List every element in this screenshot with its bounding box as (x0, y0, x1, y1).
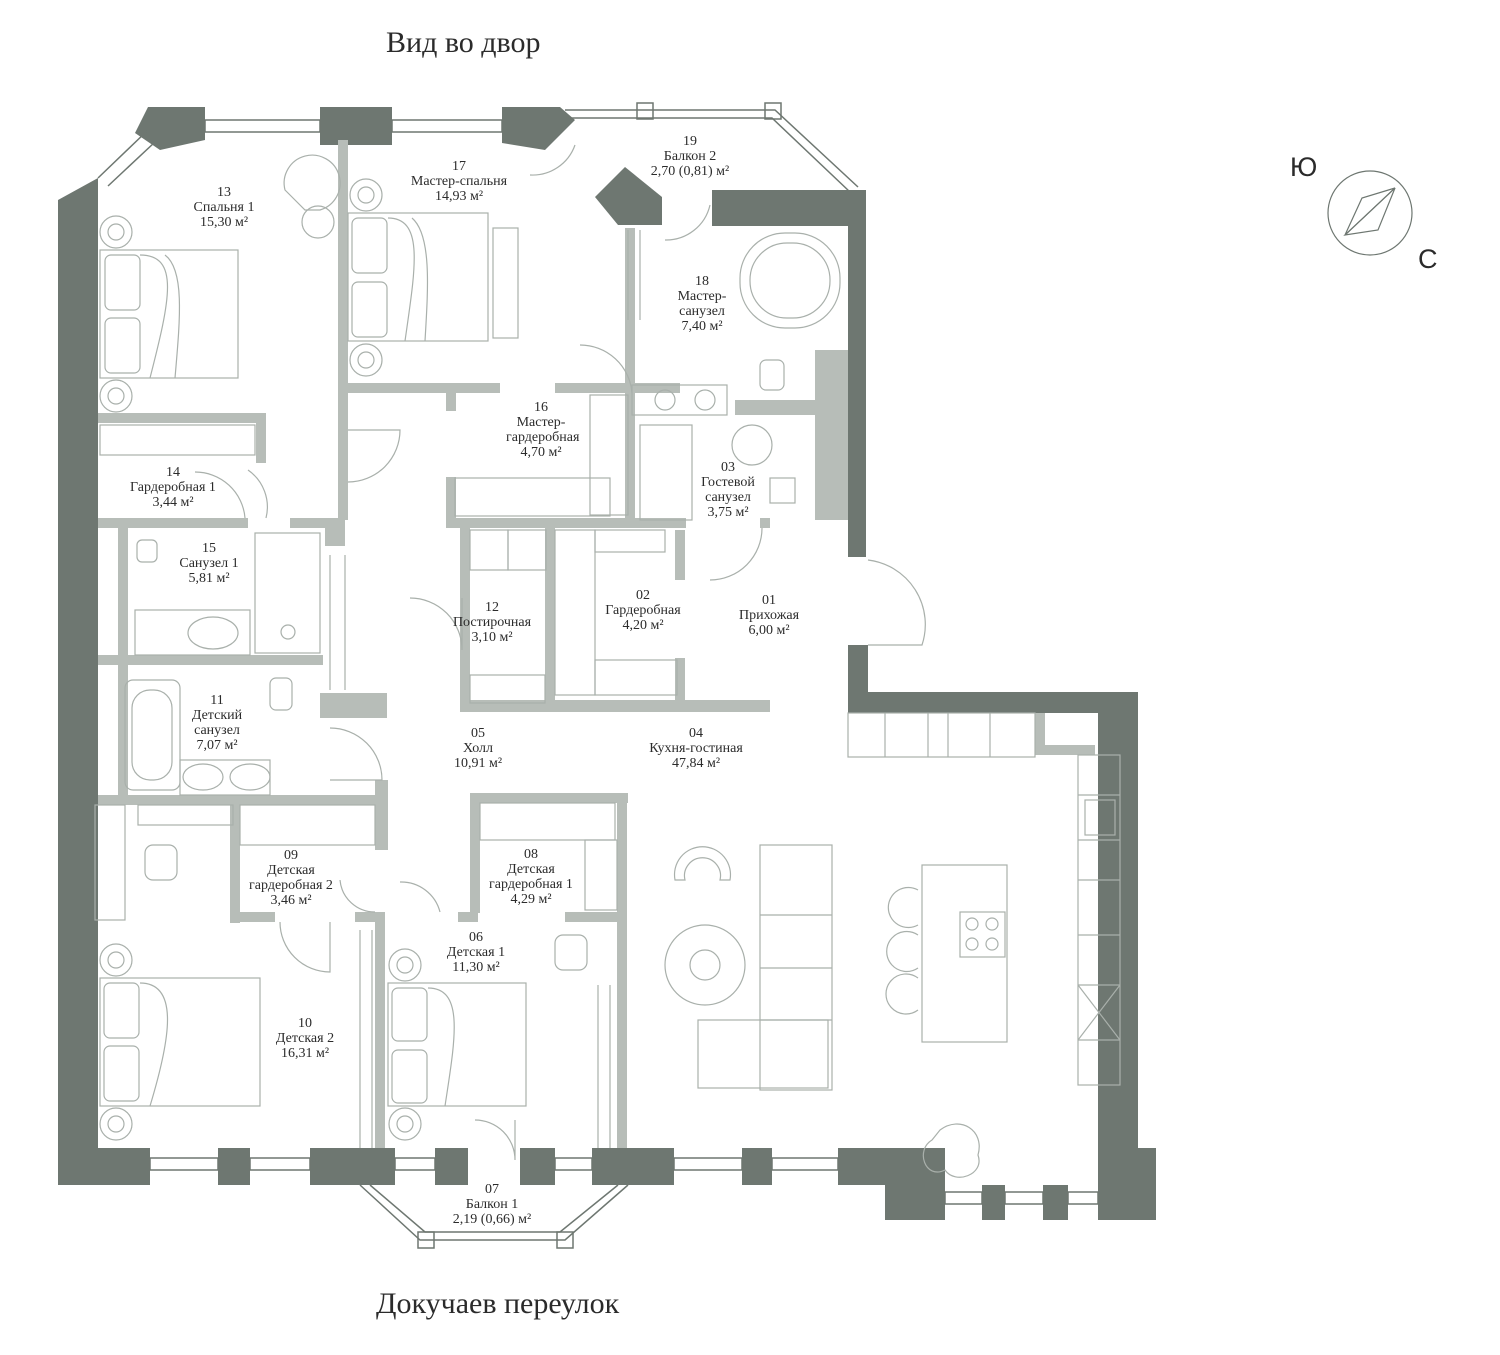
interior-walls (98, 140, 1095, 1148)
compass-south-label: Ю (1290, 152, 1318, 182)
compass-icon (1327, 170, 1413, 256)
compass-north-label: С (1418, 244, 1438, 274)
doors (194, 144, 926, 1161)
balcony-1-rail (359, 1184, 629, 1249)
furniture (94, 154, 1121, 1178)
windows (97, 119, 1099, 1205)
street-label-bottom: Докучаев переулок (376, 1287, 620, 1320)
street-label-top: Вид во двор (386, 26, 541, 59)
outer-walls (58, 107, 1156, 1220)
balcony-2-rail (565, 102, 859, 193)
